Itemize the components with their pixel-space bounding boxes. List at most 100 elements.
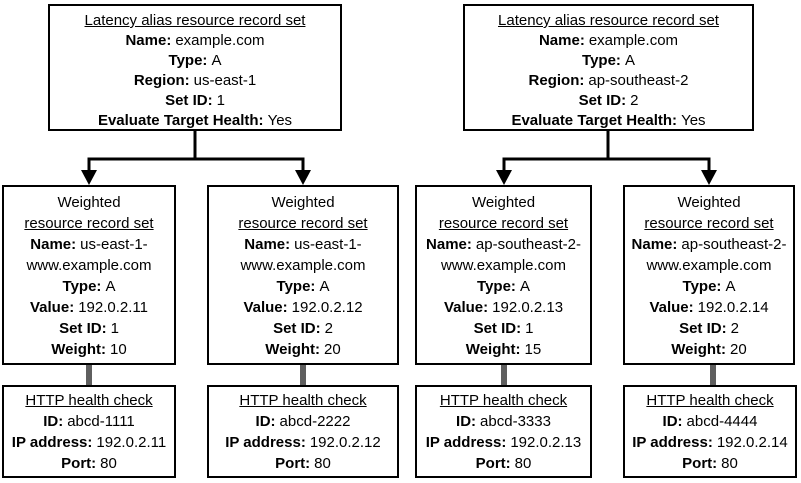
field-line: Name:us-east-1- (209, 234, 397, 255)
field-value: 192.0.2.13 (510, 434, 582, 451)
field-value: 1 (110, 320, 119, 337)
field-line: Name:us-east-1- (4, 234, 174, 255)
box-title-line1: Weighted (471, 194, 536, 211)
box-title-line1: Weighted (57, 194, 121, 211)
field-value: A (211, 52, 222, 69)
field-line: ID:abcd-2222 (209, 411, 397, 432)
field-label: Port: (61, 455, 97, 472)
field-value: us-east-1- (294, 236, 362, 253)
field-label: Evaluate Target Health: (511, 112, 678, 129)
field-value: A (319, 278, 330, 295)
field-value: example.com (175, 32, 265, 49)
field-label: Type: (682, 278, 722, 295)
field-line: Evaluate Target Health:Yes (465, 111, 752, 131)
field-label: Name: (631, 236, 678, 253)
field-value: 192.0.2.11 (96, 434, 167, 451)
box-title: HTTP health check (439, 392, 568, 409)
field-label: Type: (62, 278, 102, 295)
field-value: 2 (630, 92, 639, 109)
field-value: 80 (100, 455, 117, 472)
field-label: ID: (662, 413, 683, 430)
field-line: IP address:192.0.2.12 (209, 432, 397, 453)
field-label: Set ID: (273, 320, 321, 337)
field-line: Port:80 (209, 453, 397, 474)
field-label: IP address: (632, 434, 713, 451)
field-label: Port: (475, 455, 511, 472)
field-label: Weight: (671, 341, 727, 358)
field-value: us-east-1 (193, 72, 257, 89)
field-value: 192.0.2.14 (697, 299, 769, 316)
field-label: Name: (244, 236, 291, 253)
field-value: ap-southeast-2- (475, 236, 581, 253)
weighted-record-set-box-2: Weighted resource record set Name:us-eas… (207, 185, 399, 365)
field-value: us-east-1- (80, 236, 148, 253)
field-label: Type: (582, 52, 621, 69)
box-title-line1: Weighted (271, 194, 335, 211)
field-value: abcd-1111 (67, 413, 135, 430)
field-value-wrap: www.example.com (440, 257, 567, 274)
field-value: 80 (514, 455, 532, 472)
field-line: Evaluate Target Health:Yes (50, 111, 340, 131)
field-line: Region:ap-southeast-2 (465, 71, 752, 91)
box-title: Latency alias resource record set (498, 12, 719, 29)
field-line: Port:80 (417, 453, 590, 474)
box-title-line1: Weighted (677, 194, 741, 211)
arrowhead-down-icon (496, 170, 512, 185)
field-line: Name:example.com (465, 31, 752, 51)
field-value-wrap: www.example.com (646, 257, 772, 274)
arrowhead-down-icon (701, 170, 717, 185)
field-line: Weight:15 (417, 339, 590, 360)
field-line: Set ID:2 (625, 318, 793, 339)
health-check-link-connector (501, 364, 507, 386)
field-line: Region:us-east-1 (50, 71, 340, 91)
field-label: Region: (528, 72, 585, 89)
field-value: abcd-3333 (480, 413, 551, 430)
field-value: ap-southeast-2- (681, 236, 787, 253)
field-line: Type:A (465, 51, 752, 71)
field-value: Yes (267, 112, 293, 129)
field-line: ID:abcd-3333 (417, 411, 590, 432)
box-title-line2: resource record set (24, 215, 154, 232)
field-label: ID: (456, 413, 477, 430)
field-label: Name: (426, 236, 472, 253)
box-title: HTTP health check (646, 392, 774, 409)
field-label: ID: (43, 413, 64, 430)
field-line: Value:192.0.2.13 (417, 297, 590, 318)
field-value: 192.0.2.13 (492, 299, 564, 316)
field-line: Value:192.0.2.14 (625, 297, 793, 318)
field-line: Value:192.0.2.11 (4, 297, 174, 318)
arrow-connector-right (502, 131, 711, 172)
field-line: Set ID:1 (417, 318, 590, 339)
field-line: IP address:192.0.2.11 (4, 432, 174, 453)
field-label: IP address: (425, 434, 507, 451)
field-line: Set ID:1 (50, 91, 340, 111)
field-label: ID: (255, 413, 276, 430)
field-value: 1 (216, 92, 225, 109)
field-value: 10 (110, 341, 127, 358)
latency-alias-box-ap-southeast-2: Latency alias resource record set Name:e… (463, 4, 754, 131)
weighted-record-set-box-3: Weighted resource record set Name:ap-sou… (415, 185, 592, 365)
field-label: Evaluate Target Health: (97, 112, 264, 129)
field-value: A (105, 278, 116, 295)
field-value: 192.0.2.12 (291, 299, 363, 316)
field-label: Value: (443, 299, 489, 316)
field-line: Set ID:1 (4, 318, 174, 339)
field-label: Name: (30, 236, 77, 253)
latency-alias-box-us-east-1: Latency alias resource record set Name:e… (48, 4, 342, 131)
arrowhead-down-icon (295, 170, 311, 185)
field-line: ID:abcd-1111 (4, 411, 174, 432)
field-label: Region: (133, 72, 190, 89)
box-title: HTTP health check (25, 392, 153, 409)
field-line: Port:80 (625, 453, 795, 474)
field-line: IP address:192.0.2.13 (417, 432, 590, 453)
health-check-link-connector (300, 364, 306, 386)
field-line: Type:A (417, 276, 590, 297)
field-line: Name:ap-southeast-2- (625, 234, 793, 255)
field-value-wrap: www.example.com (240, 257, 366, 274)
field-value: 2 (324, 320, 333, 337)
field-label: Weight: (265, 341, 321, 358)
field-label: Value: (649, 299, 694, 316)
field-value: Yes (681, 112, 706, 129)
field-value: 80 (721, 455, 738, 472)
